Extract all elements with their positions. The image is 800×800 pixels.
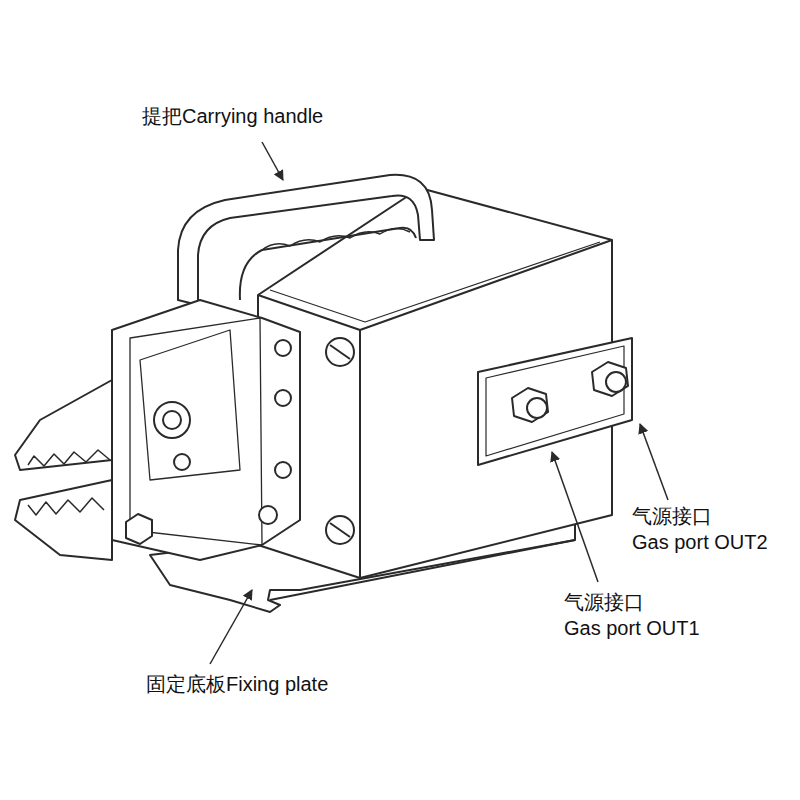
screw-slot: [330, 345, 350, 359]
screw-slot: [330, 523, 350, 537]
housing-bevel: [270, 242, 600, 322]
bolt: [259, 506, 277, 524]
callout-label: 气源接口: [564, 590, 644, 614]
housing-edge: [258, 240, 612, 330]
carrying-handle: [178, 175, 434, 305]
housing-edge: [359, 330, 361, 578]
gas-port-nut: [512, 388, 548, 422]
screw: [326, 338, 354, 366]
upper-jaw: [15, 380, 112, 470]
jaw-teeth: [28, 498, 104, 515]
leader-line: [640, 424, 668, 500]
callout-label: 气源接口: [632, 504, 712, 528]
port-plate: [478, 338, 632, 465]
bolt: [275, 340, 291, 356]
callout-label: 提把Carrying handle: [142, 104, 323, 128]
gas-port-nut: [592, 362, 628, 396]
leader-line: [210, 590, 252, 664]
callout-label: Gas port OUT2: [632, 530, 768, 554]
gas-port: [606, 372, 626, 392]
crimp-head-plate: [130, 318, 262, 545]
screw: [326, 516, 354, 544]
leader-line: [552, 452, 598, 582]
lower-jaw: [15, 480, 112, 560]
callout-label: 固定底板Fixing plate: [146, 672, 328, 696]
port-plate-inner: [486, 346, 624, 456]
bolt: [174, 454, 190, 470]
nut: [126, 514, 152, 544]
handle-grip: [262, 228, 410, 250]
leader-line: [262, 142, 283, 180]
callout-label: Gas port OUT1: [564, 616, 700, 640]
pivot: [154, 402, 190, 438]
jaw-teeth: [28, 450, 110, 466]
pivot: [163, 411, 181, 429]
bolt: [275, 390, 291, 406]
crimp-lever: [140, 330, 240, 480]
handle-grip: [240, 228, 416, 300]
crimp-head: [112, 300, 300, 560]
gas-port: [527, 398, 547, 418]
bolt: [275, 462, 291, 478]
